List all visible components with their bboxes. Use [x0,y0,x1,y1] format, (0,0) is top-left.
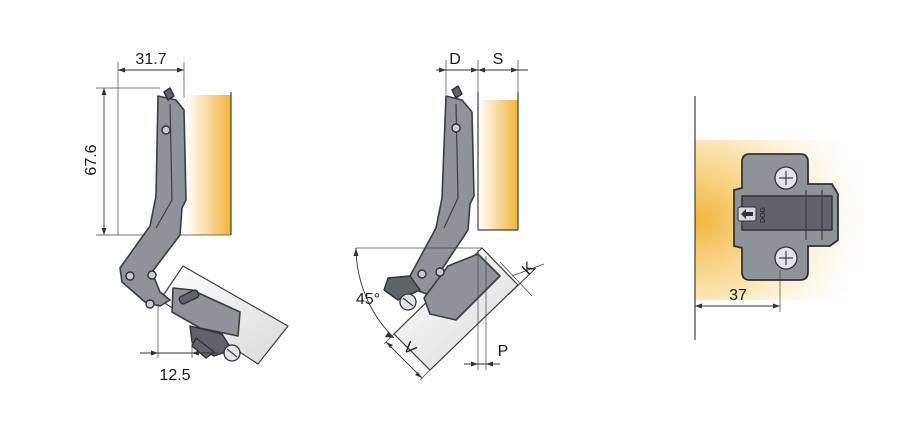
dim-31-7-label: 31.7 [135,51,166,68]
dim-67-6-label: 67.6 [83,144,100,175]
dim-12-5-label: 12.5 [159,367,190,384]
dim-d-label: D [449,51,461,68]
dim-p-label: P [498,343,509,360]
hinge-arm [119,95,187,307]
dim-37-label: 37 [729,287,747,304]
hinge-angle-figure: D S 45° K V P [353,51,545,381]
cabinet-side-glow-2 [478,100,518,230]
plate-arrow-icon [741,209,753,219]
cabinet-side-glow [186,95,231,235]
dim-angle-label: 45° [356,291,380,308]
plate-mark-label: DOG [760,207,767,223]
dim-k-label: K [519,259,539,279]
mounting-plate-figure: DOG 37 [694,96,885,340]
dim-s-label: S [493,51,504,68]
hinge-closed-figure: 31.7 67.6 12.5 [83,51,289,384]
